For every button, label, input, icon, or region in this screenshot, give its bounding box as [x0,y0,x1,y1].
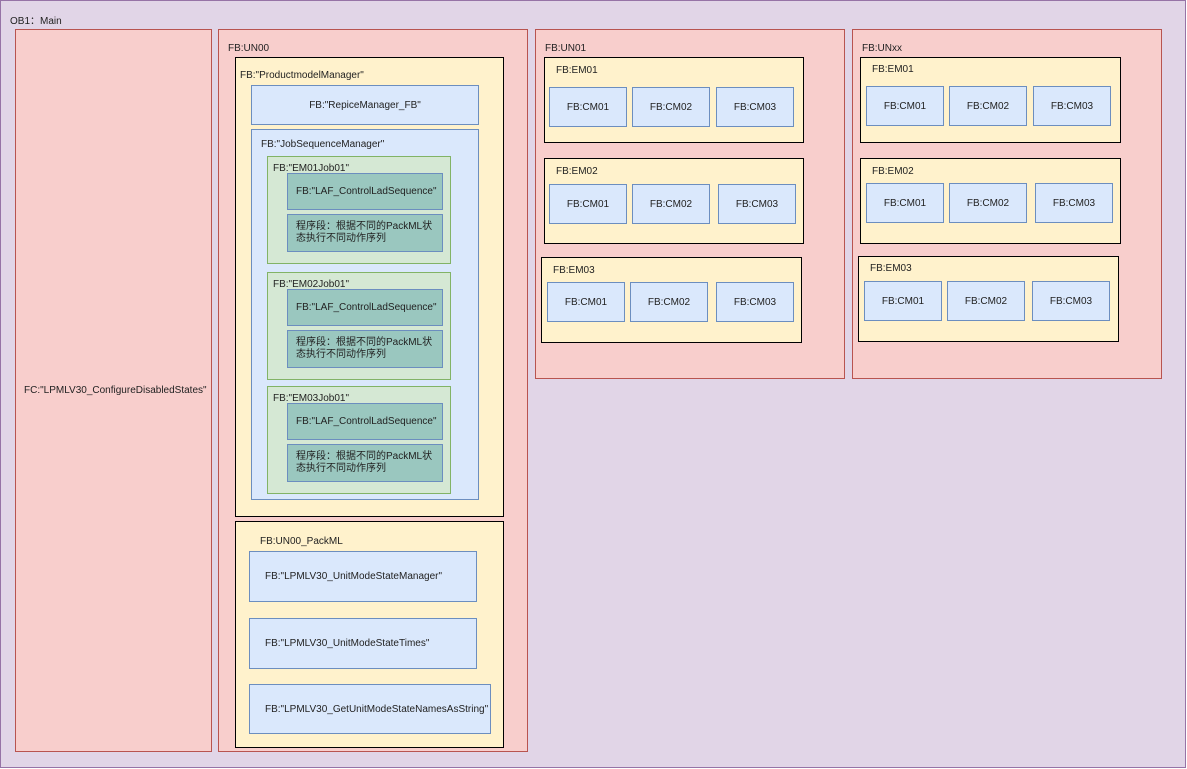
job-em02-segment-label: 程序段：根据不同的PackML状态执行不同动作序列 [296,337,433,360]
recipe-manager-block[interactable]: FB:"RepiceManager_FB" [251,85,479,125]
un01-em02-label: FB:EM02 [556,166,598,177]
un01-em03-label: FB:EM03 [553,265,595,276]
unxx-em03-cm01-label: FB:CM01 [881,295,925,307]
un01-em02-cm02[interactable]: FB:CM02 [632,184,710,224]
un01-label: FB:UN01 [545,43,587,54]
job-em02-control-label: FB:"LAF_ControlLadSequence" [296,301,437,313]
unxx-em03-cm03[interactable]: FB:CM03 [1032,281,1110,321]
un01-em01-label: FB:EM01 [556,65,598,76]
un01-em01-cm03[interactable]: FB:CM03 [716,87,794,127]
un00-packml-label: FB:UN00_PackML [260,536,343,547]
unxx-em01-cm03[interactable]: FB:CM03 [1033,86,1111,126]
job-em03-label: FB:"EM03Job01" [273,393,350,404]
un01-em03-cm03[interactable]: FB:CM03 [716,282,794,322]
job-em01-segment[interactable]: 程序段：根据不同的PackML状态执行不同动作序列 [287,214,443,252]
un01-em01-cm01[interactable]: FB:CM01 [549,87,627,127]
unxx-em03-cm01[interactable]: FB:CM01 [864,281,942,321]
un01-em03-cm01-label: FB:CM01 [564,296,608,308]
un01-em02-cm03-label: FB:CM03 [735,198,779,210]
unxx-em03-cm02[interactable]: FB:CM02 [947,281,1025,321]
un01-em01-cm03-label: FB:CM03 [733,101,777,113]
packml-unit-mode-state-times[interactable]: FB:"LPMLV30_UnitModeStateTimes" [249,618,477,669]
job-sequence-manager-label: FB:"JobSequenceManager" [261,139,385,150]
unxx-em01-cm02[interactable]: FB:CM02 [949,86,1027,126]
fc-label: FC:"LPMLV30_ConfigureDisabledStates" [24,385,207,396]
unxx-em02-cm03-label: FB:CM03 [1052,197,1096,209]
un01-em03-cm02[interactable]: FB:CM02 [630,282,708,322]
unxx-em01-cm01[interactable]: FB:CM01 [866,86,944,126]
job-em03-control-label: FB:"LAF_ControlLadSequence" [296,415,437,427]
unxx-em02-cm01[interactable]: FB:CM01 [866,183,944,223]
packml-item-0-label: FB:"LPMLV30_UnitModeStateManager" [265,571,443,582]
job-em02-control-sequence[interactable]: FB:"LAF_ControlLadSequence" [287,289,443,326]
packml-get-unit-mode-state-names[interactable]: FB:"LPMLV30_GetUnitModeStateNamesAsStrin… [249,684,491,734]
unxx-em01-cm03-label: FB:CM03 [1050,100,1094,112]
job-em01-label: FB:"EM01Job01" [273,163,350,174]
un01-em02-cm01[interactable]: FB:CM01 [549,184,627,224]
job-em03-segment-label: 程序段：根据不同的PackML状态执行不同动作序列 [296,451,433,474]
recipe-manager-label: FB:"RepiceManager_FB" [309,99,421,111]
job-em01-control-sequence[interactable]: FB:"LAF_ControlLadSequence" [287,173,443,210]
unxx-em03-label: FB:EM03 [870,263,912,274]
unxx-em02-cm03[interactable]: FB:CM03 [1035,183,1113,223]
un01-em02-cm03[interactable]: FB:CM03 [718,184,796,224]
un01-em01-cm01-label: FB:CM01 [566,101,610,113]
un01-em03-cm03-label: FB:CM03 [733,296,777,308]
unxx-em02-cm02[interactable]: FB:CM02 [949,183,1027,223]
unxx-em03-cm02-label: FB:CM02 [964,295,1008,307]
un01-em03-cm01[interactable]: FB:CM01 [547,282,625,322]
unxx-em01-cm02-label: FB:CM02 [966,100,1010,112]
un00-label: FB:UN00 [228,43,270,54]
ob1-label: OB1：Main [10,16,62,27]
un01-em01-cm02-label: FB:CM02 [649,101,693,113]
packml-unit-mode-state-manager[interactable]: FB:"LPMLV30_UnitModeStateManager" [249,551,477,602]
un01-em02-cm01-label: FB:CM01 [566,198,610,210]
unxx-em02-label: FB:EM02 [872,166,914,177]
unxx-em01-label: FB:EM01 [872,64,914,75]
un01-em01-cm02[interactable]: FB:CM02 [632,87,710,127]
job-em02-segment[interactable]: 程序段：根据不同的PackML状态执行不同动作序列 [287,330,443,368]
un01-em03-cm02-label: FB:CM02 [647,296,691,308]
unxx-label: FB:UNxx [862,43,902,54]
job-em02-label: FB:"EM02Job01" [273,279,350,290]
unxx-em03-cm03-label: FB:CM03 [1049,295,1093,307]
fc-configure-disabled-states[interactable]: FC:"LPMLV30_ConfigureDisabledStates" [15,29,212,752]
packml-item-1-label: FB:"LPMLV30_UnitModeStateTimes" [265,638,430,649]
job-em03-segment[interactable]: 程序段：根据不同的PackML状态执行不同动作序列 [287,444,443,482]
job-em03-control-sequence[interactable]: FB:"LAF_ControlLadSequence" [287,403,443,440]
unxx-em01-cm01-label: FB:CM01 [883,100,927,112]
unxx-em02-cm01-label: FB:CM01 [883,197,927,209]
packml-item-2-label: FB:"LPMLV30_GetUnitModeStateNamesAsStrin… [265,703,489,715]
unxx-em02-cm02-label: FB:CM02 [966,197,1010,209]
job-em01-segment-label: 程序段：根据不同的PackML状态执行不同动作序列 [296,221,433,244]
productmodel-manager-label: FB:"ProductmodelManager" [240,70,364,81]
job-em01-control-label: FB:"LAF_ControlLadSequence" [296,185,437,197]
un01-em02-cm02-label: FB:CM02 [649,198,693,210]
